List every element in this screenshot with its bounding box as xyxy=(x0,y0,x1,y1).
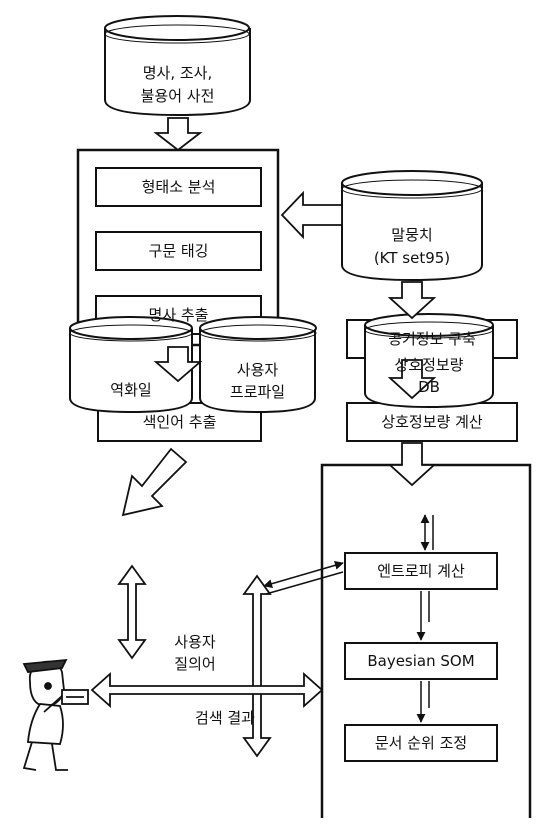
inverted-file-cylinder xyxy=(69,316,193,414)
mutual-info-db-cylinder xyxy=(364,313,494,409)
corpus-db-label-2: (KT set95) xyxy=(373,249,451,267)
index-extract-label: 색인어 추출 xyxy=(142,413,217,431)
bayesian-label: Bayesian SOM xyxy=(367,652,475,670)
user-query-label-2: 질의어 xyxy=(174,655,216,673)
user-profile-label-2: 프로파일 xyxy=(229,383,286,401)
mutual-info-calc-label: 상호정보량 계산 xyxy=(381,413,483,431)
dictionary-cylinder xyxy=(104,15,251,117)
corpus-db-label-1: 말뭉치 xyxy=(391,226,433,244)
dictionary-db-label-2: 불용어 사전 xyxy=(140,87,215,105)
rerank-box xyxy=(344,724,498,762)
mutual-info-db-label-1: 상호정보량 xyxy=(394,356,464,374)
dictionary-db-label-1: 명사, 조사, xyxy=(142,64,213,82)
arrow-corpus-to-frame xyxy=(280,190,343,240)
arrow-index-to-invfile xyxy=(121,447,188,517)
search-result-label: 검색 결과 xyxy=(195,709,255,727)
bayesian-box xyxy=(344,642,498,680)
syntax-tagging-label: 구문 태깅 xyxy=(148,242,209,260)
user-profile-cylinder xyxy=(199,316,317,414)
entropy-label: 엔트로피 계산 xyxy=(377,562,465,580)
person-with-document-icon xyxy=(22,658,89,771)
noun-extract-label: 명사 추출 xyxy=(148,306,209,324)
inverted-file-label: 역화일 xyxy=(110,381,152,399)
ranking-module-frame xyxy=(320,463,532,818)
user-profile-label-1: 사용자 xyxy=(236,361,279,379)
arrow-frame-to-index xyxy=(153,346,203,383)
arrow-invfile-query xyxy=(117,564,147,660)
arrow-profile-query xyxy=(242,574,272,758)
morph-analysis-box xyxy=(95,167,262,207)
link-profile-entropy xyxy=(263,560,344,589)
arrow-query-results xyxy=(90,671,324,709)
arrow-micalc-to-midb xyxy=(387,442,437,487)
mutual-info-calc-box xyxy=(346,402,518,442)
syntax-tagging-box xyxy=(95,231,262,271)
arrow-cooc-to-micalc xyxy=(387,359,437,400)
morph-analysis-label: 형태소 분석 xyxy=(141,178,216,196)
rerank-label: 문서 순위 조정 xyxy=(374,734,468,752)
entropy-box xyxy=(344,552,498,590)
corpus-cylinder xyxy=(341,170,483,282)
cooccurrence-label: 공기정보 구축 xyxy=(388,330,476,348)
mutual-info-db-label-2: DB xyxy=(418,378,440,396)
user-query-label-1: 사용자 xyxy=(174,633,216,651)
arrow-corpus-to-cooc xyxy=(387,281,437,320)
arrow-dict-to-frame xyxy=(153,117,203,152)
